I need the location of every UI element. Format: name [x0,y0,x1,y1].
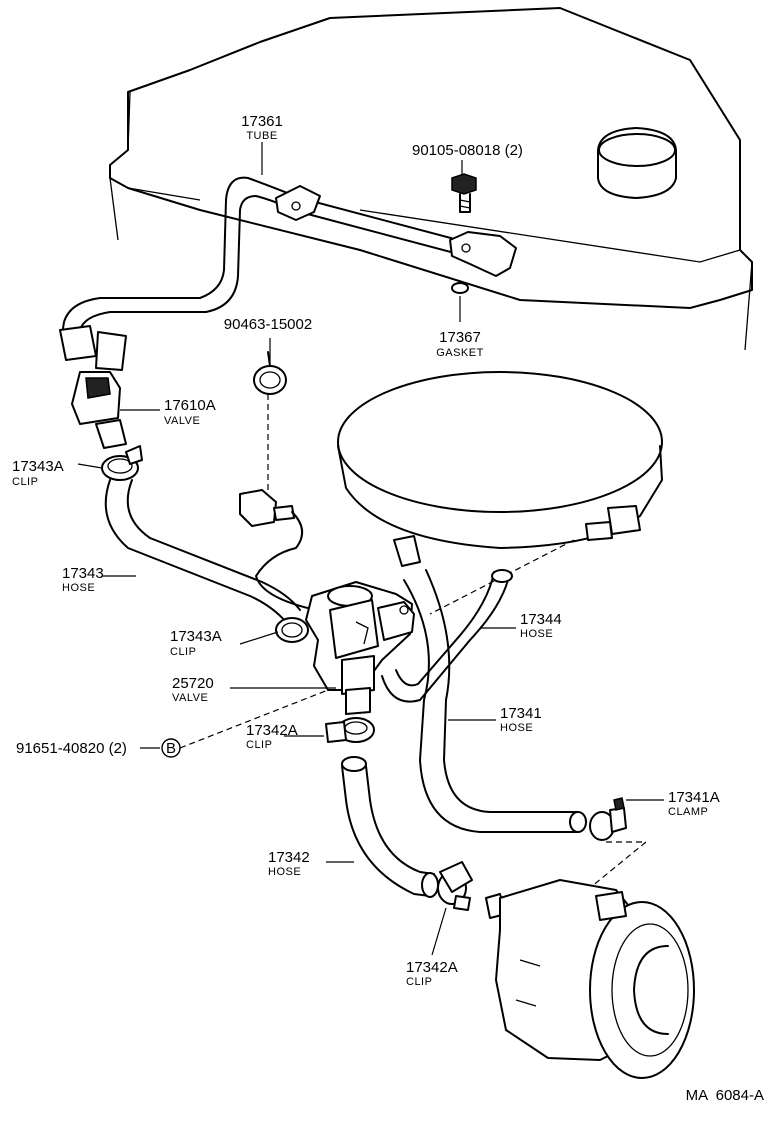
part-name: CLIP [406,976,432,988]
reference-marker-letter: B [166,740,176,757]
part-name: CLIP [170,646,196,658]
part-number: 17344 [520,611,562,628]
part-number: 17343 [62,565,104,582]
dashed-guide-valve-bolt [179,689,329,749]
part-number: 17610A [164,397,216,414]
part-number: 17367 [439,329,481,346]
part-name: VALVE [172,692,208,704]
valve-25720 [305,581,415,715]
part-name: TUBE [246,130,277,142]
part-name: HOSE [268,866,301,878]
gasket-17367 [451,282,469,294]
clip-17343A-lower [275,617,309,643]
clip-17342A-upper [325,717,375,743]
part-number: 17343A [170,628,222,645]
hose-17343 [104,479,301,623]
part-number: 17342A [246,722,298,739]
bolt-90105 [451,173,477,213]
valve-17610A [59,325,127,449]
clamp-17341A [589,797,627,841]
part-name: CLIP [246,739,272,751]
cylinder-head-cover [109,7,753,351]
hose-17342 [341,756,439,898]
part-name: GASKET [436,347,484,359]
reference-marker-b: B [161,738,181,758]
air-pump [485,879,695,1079]
leader-lines [77,142,664,956]
part-name: HOSE [520,628,553,640]
part-number: 17343A [12,458,64,475]
hose-17344 [381,569,513,703]
part-number: 91651-40820 (2) [16,740,127,757]
part-number: 17341 [500,705,542,722]
dashed-guide-pump [579,841,648,897]
part-number: 17341A [668,789,720,806]
clip-17342A-lower [437,861,473,911]
part-number: 17361 [241,113,283,130]
part-name: CLAMP [668,806,708,818]
diagram-code: MA 6084-A [686,1087,764,1104]
part-name: HOSE [62,582,95,594]
part-name: CLIP [12,476,38,488]
vacuum-sensor-connector [239,489,317,611]
part-number: 90463-15002 [224,316,312,333]
part-number: 17342 [268,849,310,866]
air-cleaner [337,371,663,567]
tube-17361 [61,176,517,339]
part-number: 17342A [406,959,458,976]
part-name: VALVE [164,415,200,427]
clip-17343A-upper [101,445,143,481]
callout-labels: 17361 TUBE 90105-08018 (2) 90463-15002 1… [12,113,764,1104]
part-number: 25720 [172,675,214,692]
oil-filler-cap [597,127,677,199]
part-number: 90105-08018 (2) [412,142,523,159]
part-name: HOSE [500,722,533,734]
hose-17341 [403,569,587,833]
